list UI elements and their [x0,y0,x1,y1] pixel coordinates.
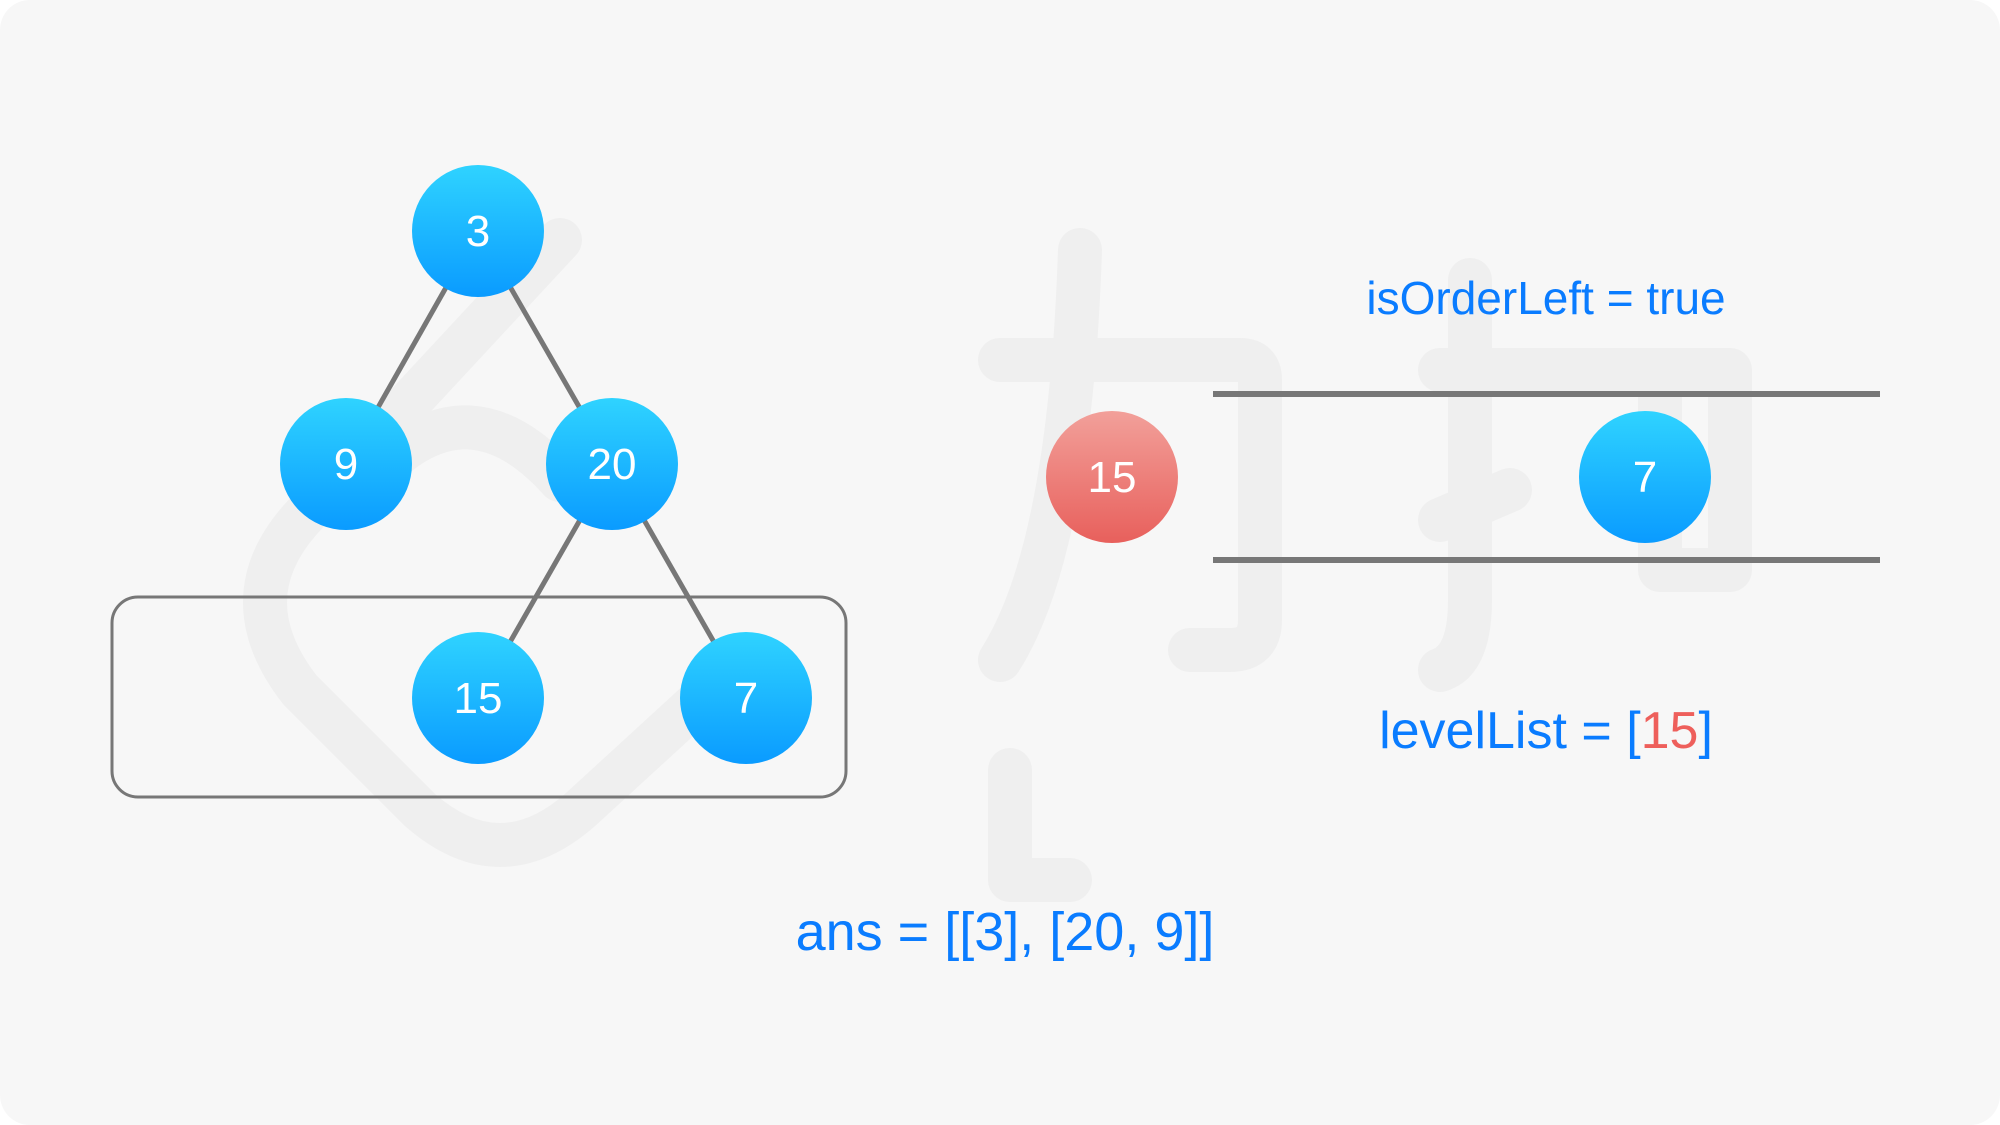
tree-node-label: 9 [334,440,358,489]
tree-node-label: 15 [454,674,503,723]
popped-node-label: 15 [1088,453,1137,502]
level-list-suffix: ] [1698,702,1712,760]
level-list-value: 15 [1641,702,1699,760]
deque-node: 7 [1579,411,1711,543]
tree-node-circle [280,398,412,530]
tree-node-20: 20 [546,398,678,530]
tree-node-15: 15 [412,632,544,764]
tree-nodes: 3 9 20 15 7 [280,165,812,764]
tree-node-label: 3 [466,207,490,256]
tree-node-label: 7 [734,674,758,723]
popped-node: 15 [1046,411,1178,543]
tree-node-9: 9 [280,398,412,530]
deque-node-label: 7 [1633,453,1657,502]
tree-node-circle [412,632,544,764]
tree-node-label: 20 [588,440,637,489]
current-level-highlight-box [110,595,848,799]
level-list-label: levelList = [15] [1379,702,1713,760]
tree-node-3: 3 [412,165,544,297]
tree-node-circle [412,165,544,297]
ans-label: ans = [[3], [20, 9]] [796,902,1215,962]
is-order-left-label: isOrderLeft = true [1366,272,1725,324]
level-list-prefix: levelList = [ [1379,702,1641,760]
tree-node-circle [546,398,678,530]
tree-node-7: 7 [680,632,812,764]
tree-node-circle [680,632,812,764]
